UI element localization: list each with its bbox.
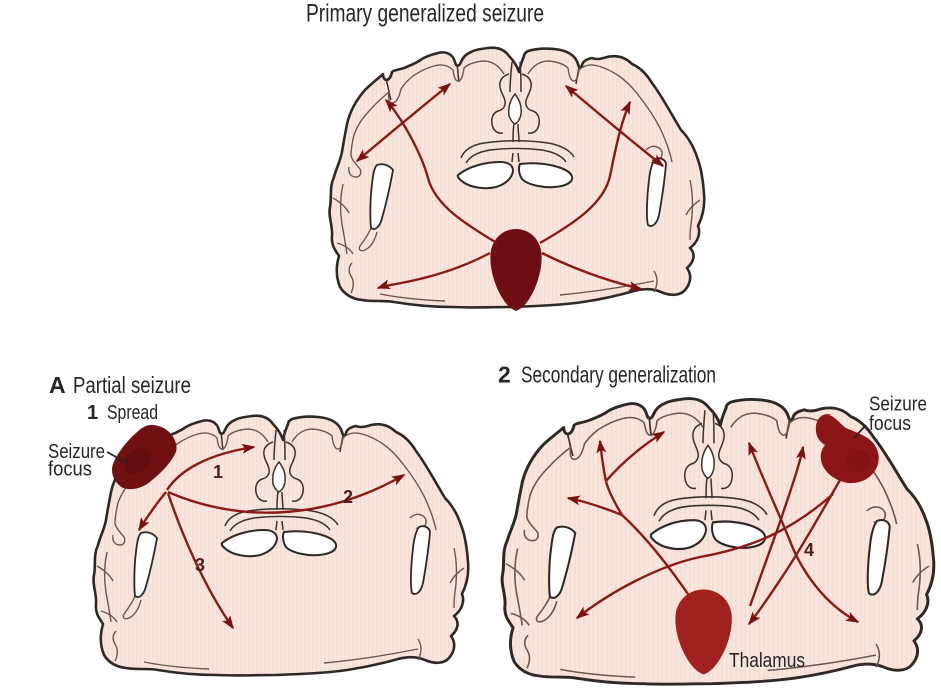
- svg-text:2: 2: [498, 362, 511, 388]
- svg-text:1: 1: [87, 402, 98, 424]
- svg-text:Thalamus: Thalamus: [729, 650, 805, 672]
- svg-text:3: 3: [195, 555, 205, 575]
- svg-text:focus: focus: [869, 413, 911, 435]
- svg-text:focus: focus: [48, 459, 92, 481]
- svg-text:1: 1: [213, 462, 223, 482]
- svg-text:Primary generalized seizure: Primary generalized seizure: [306, 0, 544, 28]
- svg-text:Seizure: Seizure: [48, 441, 105, 463]
- svg-text:Spread: Spread: [107, 402, 158, 424]
- svg-text:2: 2: [343, 487, 353, 507]
- svg-text:Seizure: Seizure: [869, 394, 927, 416]
- svg-text:4: 4: [804, 540, 814, 560]
- svg-text:Partial seizure: Partial seizure: [73, 372, 191, 398]
- svg-text:Secondary generalization: Secondary generalization: [521, 362, 716, 388]
- svg-text:A: A: [49, 372, 66, 398]
